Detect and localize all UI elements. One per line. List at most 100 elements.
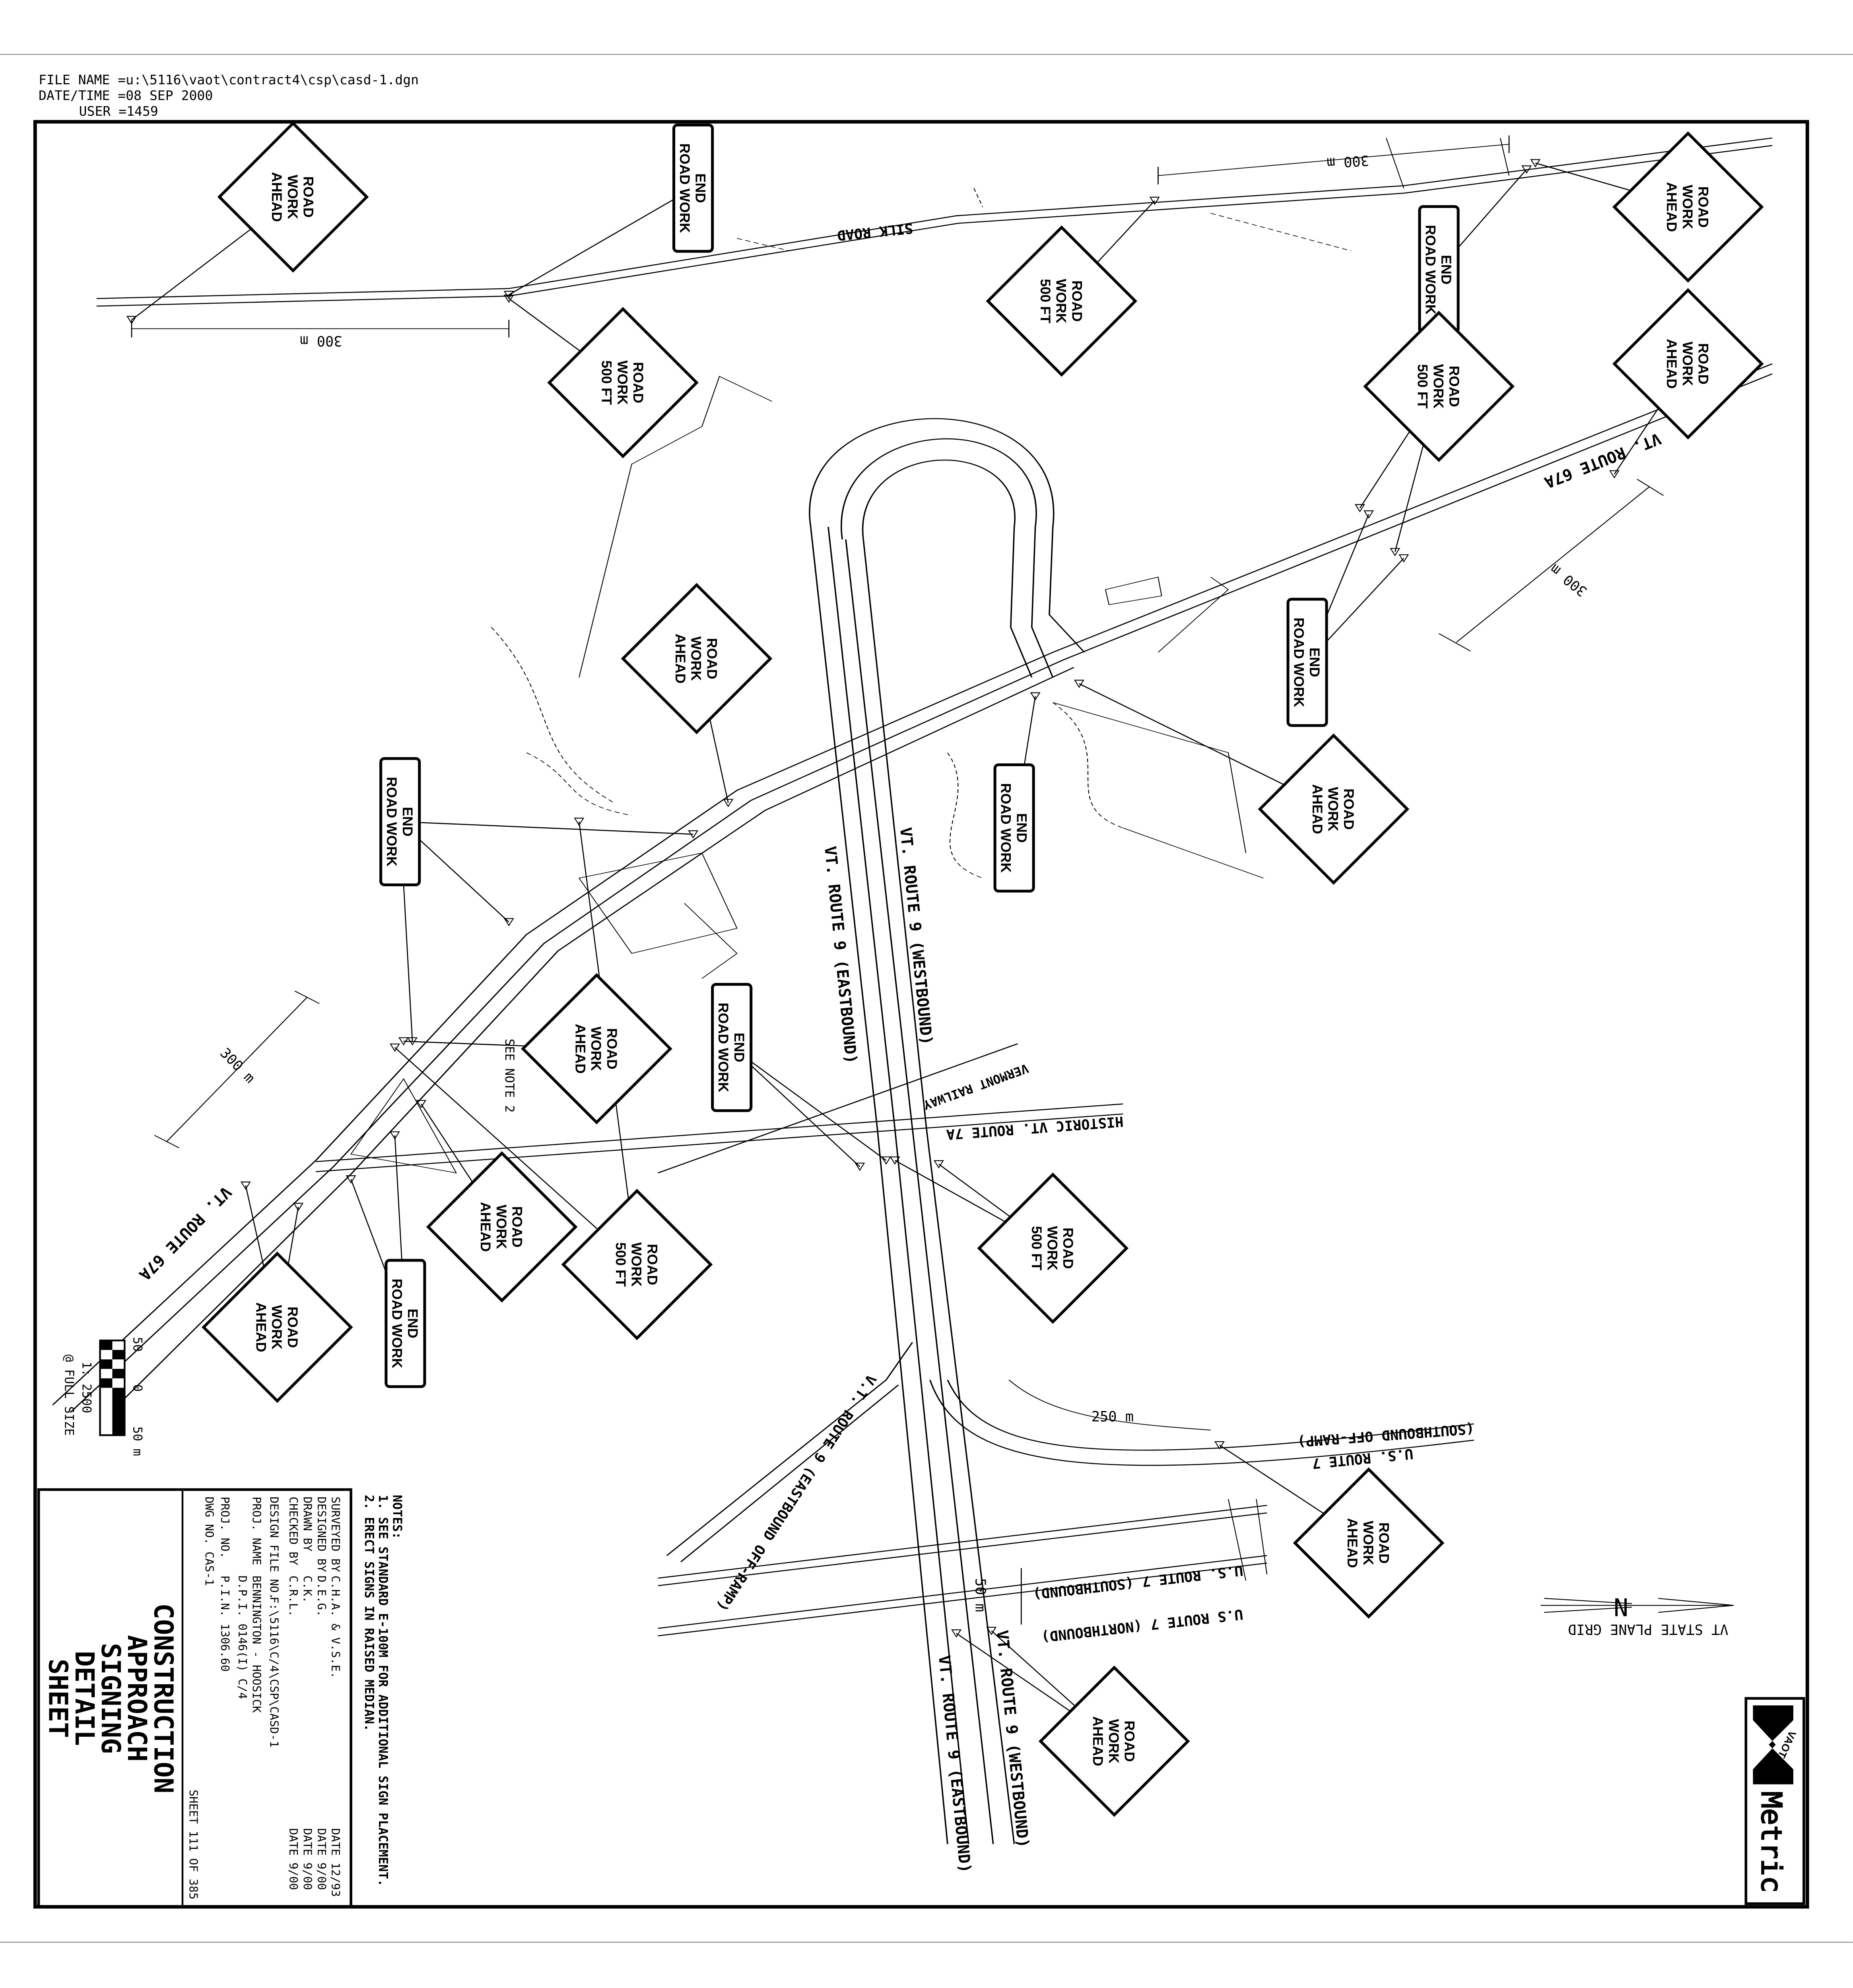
sign-leader-line xyxy=(731,1047,860,1167)
sign-text: AHEAD xyxy=(672,634,688,684)
sign-post-marker-icon xyxy=(503,918,514,926)
sign-text: ROAD WORK xyxy=(1422,225,1438,315)
dimension-300m-2: 300 m xyxy=(1326,152,1369,171)
sign-text: AHEAD xyxy=(478,1202,493,1252)
sign-diamond-shape xyxy=(217,121,369,273)
scale-bar: 50 0 50 m 1: 2500 @ FULL SIZE xyxy=(62,1337,144,1456)
sign-text: WORK xyxy=(1360,1521,1376,1565)
sign-diamond-shape xyxy=(1258,733,1410,885)
sign-diamond-shape xyxy=(1293,1467,1445,1619)
drawn-value: C.K. xyxy=(301,1576,314,1603)
designed-label: DESIGNED BY xyxy=(315,1497,328,1572)
sign-post-marker-icon xyxy=(346,1175,356,1184)
sign-rect-shape xyxy=(711,983,753,1112)
sign-post-marker-icon xyxy=(723,799,734,808)
label-vt9-eastbound: VT. ROUTE 9 (EASTBOUND) xyxy=(821,845,860,1065)
designed-date: DATE 9/00 xyxy=(315,1828,328,1890)
sign-text: ROAD xyxy=(1376,1522,1391,1564)
sign-post-marker-icon xyxy=(389,1131,400,1140)
sign-rect-shape xyxy=(379,757,421,887)
title-line-5: SHEET xyxy=(43,1659,74,1738)
sign-text: ROAD xyxy=(1069,280,1084,322)
sign-text: END xyxy=(1014,813,1029,843)
checked-value: C.R.L. xyxy=(287,1576,300,1617)
design-file-label: DESIGN FILE NO. xyxy=(268,1497,281,1600)
label-see-note-2: SEE NOTE 2 xyxy=(502,1039,517,1112)
sign-text: ROAD xyxy=(644,1244,660,1285)
drawn-label: DRAWN BY xyxy=(301,1497,314,1551)
sign-post-marker-icon xyxy=(1521,165,1532,174)
sign-text: 500 FT xyxy=(1029,1226,1044,1270)
dimension-50m: 50 m xyxy=(972,1578,989,1612)
proj-name-value: BENNINGTON - HOOSICK xyxy=(250,1576,263,1713)
sign-text: WORK xyxy=(1325,787,1341,831)
sign-leader-line xyxy=(394,1047,637,1265)
label-us7-sb-offramp: (SOUTHBOUND OFF-RAMP) xyxy=(1297,1420,1475,1450)
drawn-date: DATE 9/00 xyxy=(301,1828,314,1890)
sign-text: ROAD xyxy=(1060,1227,1076,1269)
label-vt67a-south: VT. ROUTE 67A xyxy=(135,1183,235,1284)
sign-diamond-shape xyxy=(561,1189,713,1340)
sign-text: ROAD xyxy=(1446,366,1462,407)
road-network xyxy=(52,137,1773,1844)
user: USER =1459 xyxy=(79,103,158,119)
sign-text: ROAD xyxy=(1696,186,1711,228)
sign-text: ROAD xyxy=(1122,1720,1137,1762)
sign-text: ROAD xyxy=(509,1206,525,1248)
title-line-2: APPROACH xyxy=(122,1635,152,1762)
sign-post-marker-icon xyxy=(574,817,585,826)
sign-post-marker-icon xyxy=(986,1627,997,1635)
sign-text: AHEAD xyxy=(269,172,284,222)
sign-post-marker-icon xyxy=(1030,692,1041,701)
surveyed-date: DATE 12/93 xyxy=(329,1828,342,1897)
file-name: FILE NAME =u:\5116\vaot\contract4\csp\ca… xyxy=(39,72,419,87)
sign-text: WORK xyxy=(629,1242,644,1287)
sign-post-marker-icon xyxy=(293,1203,304,1211)
drawing-border xyxy=(33,120,1809,1909)
sign-diamond-shape xyxy=(986,225,1138,377)
checked-label: CHECKED BY xyxy=(287,1497,300,1565)
sign-text: WORK xyxy=(269,1305,284,1349)
proj-no-label: PROJ. NO. xyxy=(218,1497,232,1558)
note-2: 2. ERECT SIGNS IN RAISED MEDIAN. xyxy=(362,1495,376,1732)
sign-text: WORK xyxy=(688,637,704,681)
sign-diamond-shape xyxy=(1363,311,1515,462)
sign-text: 500 FT xyxy=(599,360,614,405)
sign-post-marker-icon xyxy=(1149,196,1160,205)
label-vermont-railway: VERMONT RAILWAY xyxy=(921,1061,1030,1112)
sign-text: AHEAD xyxy=(1664,339,1679,389)
label-vt9-westbound: VT. ROUTE 9 (WESTBOUND) xyxy=(896,827,936,1046)
sign-text: END xyxy=(1307,648,1322,678)
scale-note: @ FULL SIZE xyxy=(62,1355,76,1436)
title-line-4: DETAIL xyxy=(69,1651,100,1746)
sign-post-marker-icon xyxy=(1354,504,1365,513)
sign-text: ROAD xyxy=(704,638,719,679)
north-label: VT STATE PLANE GRID xyxy=(1568,1621,1729,1637)
label-us7-northbound: U.S ROUTE 7 (NORTHBOUND) xyxy=(1041,1606,1244,1645)
sign-text: WORK xyxy=(493,1205,509,1249)
scale-right: 50 m xyxy=(130,1427,144,1456)
title-line-3: SIGNING xyxy=(95,1643,126,1754)
sign-text: WORK xyxy=(1680,342,1695,386)
scale-center: 0 xyxy=(130,1384,144,1392)
sign-post-marker-icon xyxy=(398,1037,409,1046)
sign-text: WORK xyxy=(285,175,300,219)
dwg-no: DWG NO. CAS-1 xyxy=(202,1497,216,1586)
sign-text: ROAD xyxy=(1696,343,1711,384)
label-historic-7a: HISTORIC VT. ROUTE 7A xyxy=(946,1113,1124,1142)
sign-diamond-shape xyxy=(621,583,773,734)
sign-post-marker-icon xyxy=(1530,159,1541,168)
sign-text: AHEAD xyxy=(1309,784,1325,834)
